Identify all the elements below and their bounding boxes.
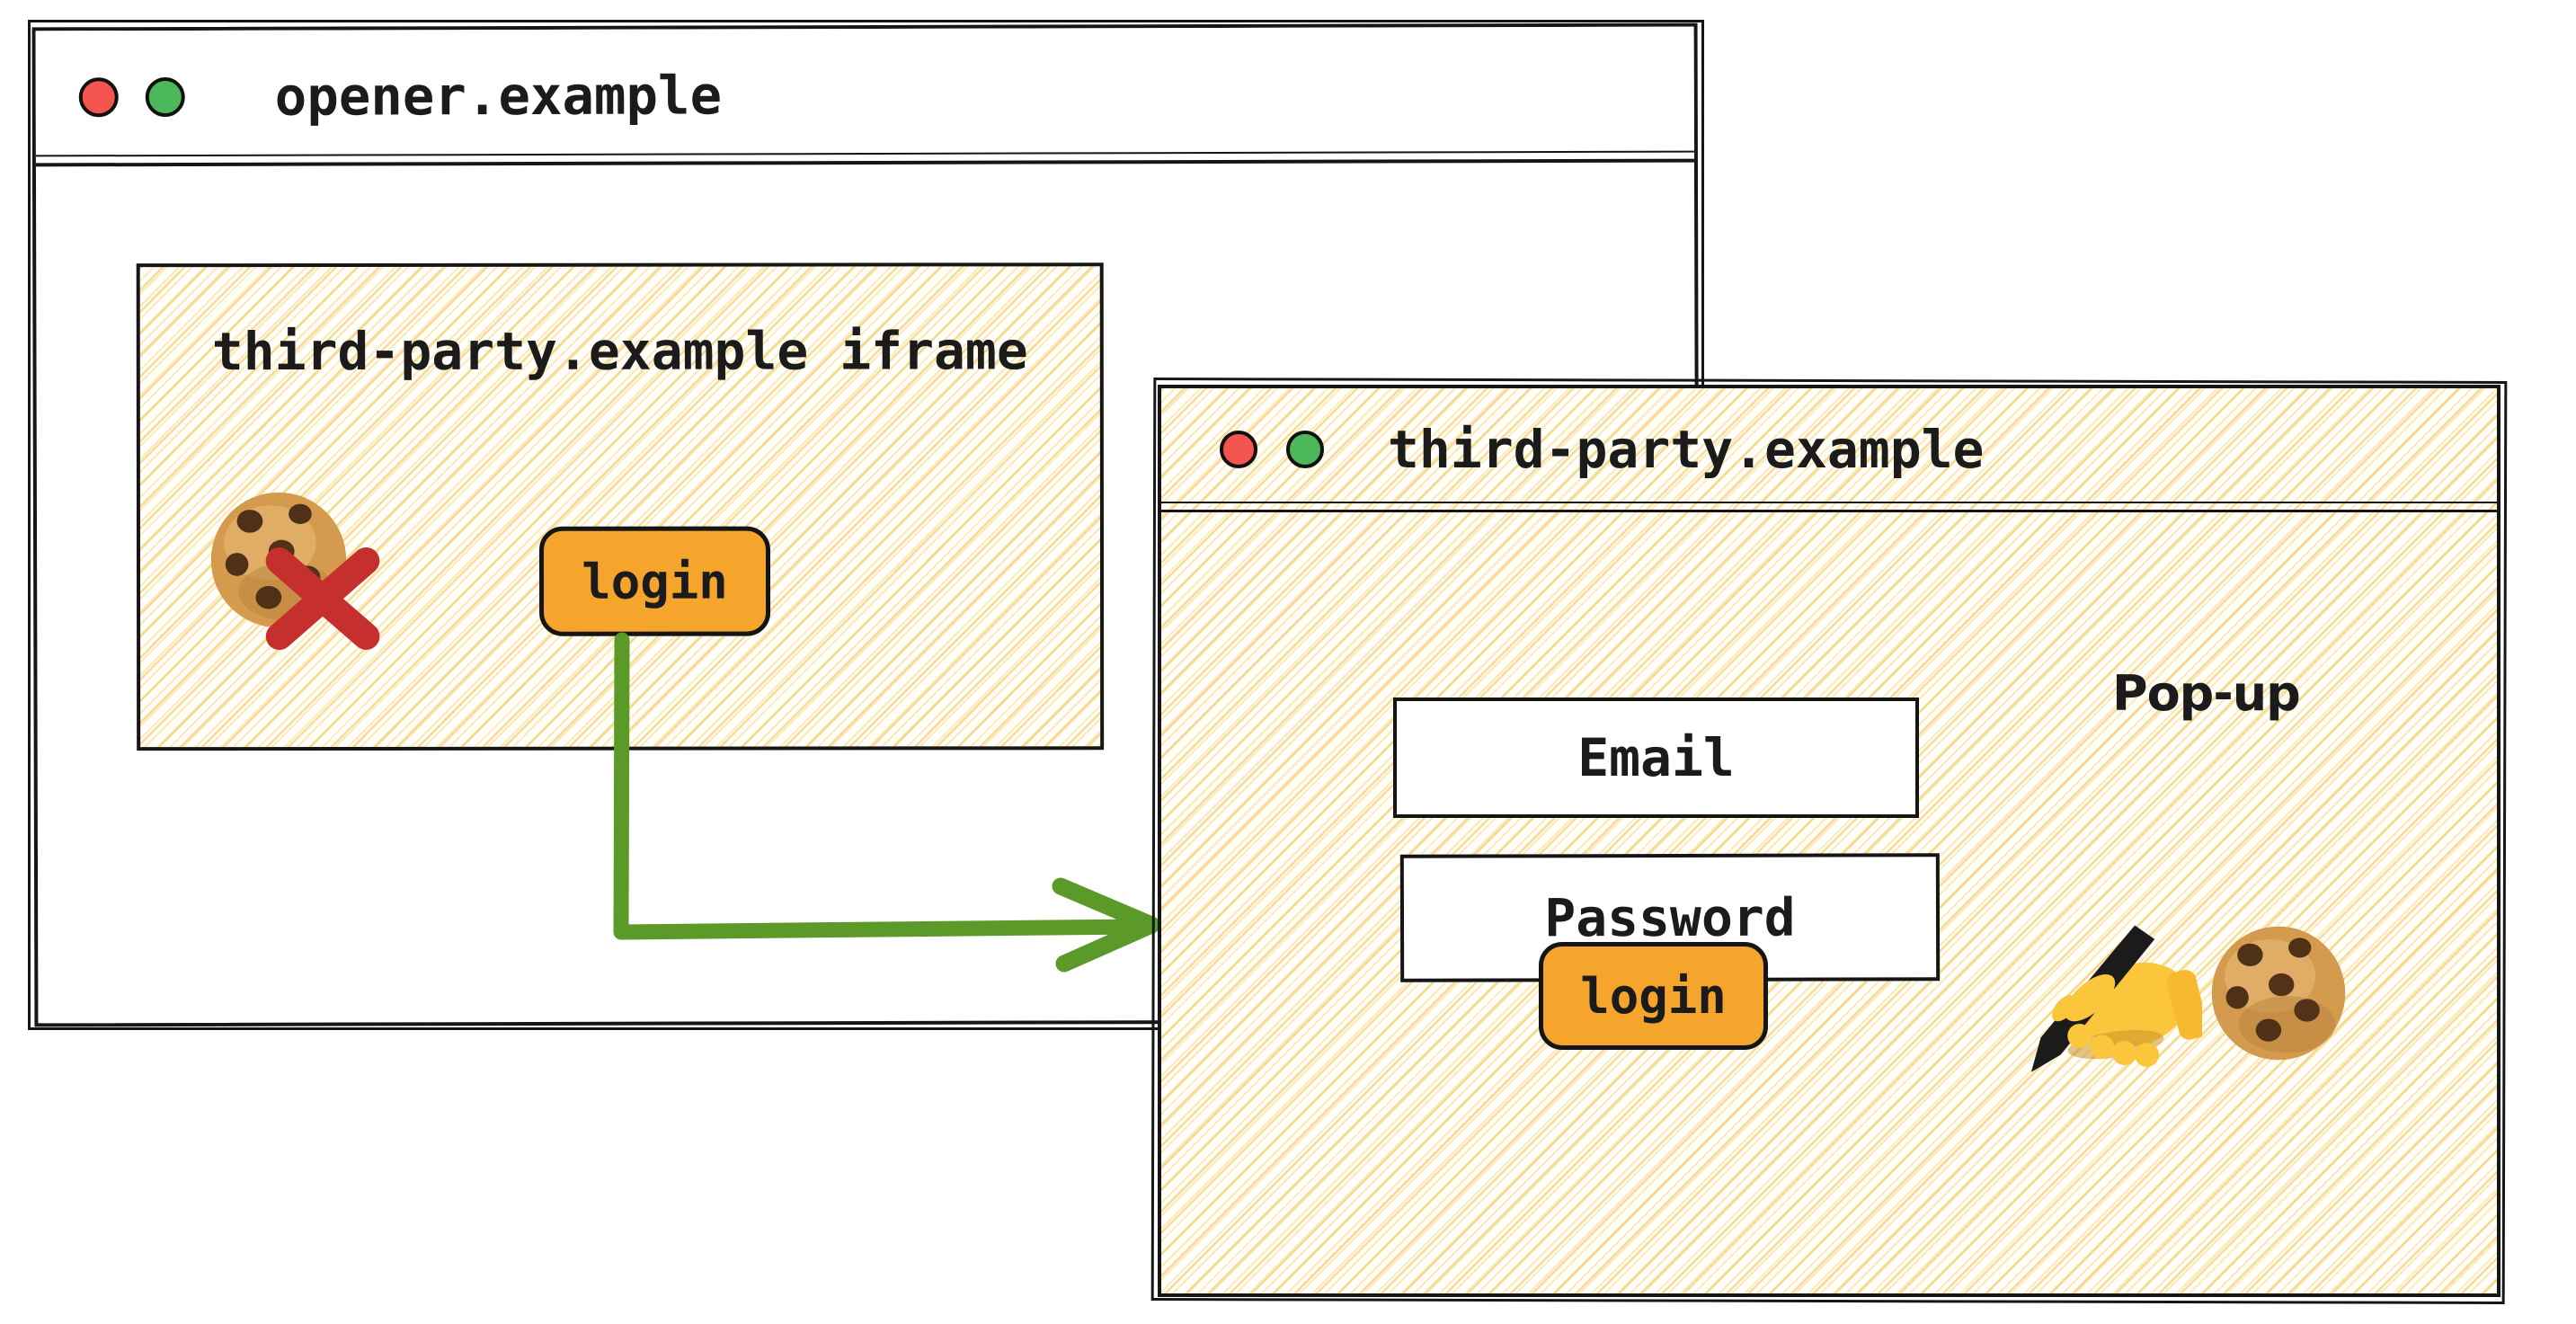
minimize-button[interactable] <box>145 76 185 117</box>
writing-hand-icon <box>2030 925 2202 1072</box>
iframe-label: third-party.example iframe <box>211 320 1028 383</box>
popup-login-button[interactable]: login <box>1539 942 1768 1050</box>
close-button[interactable] <box>78 76 119 117</box>
popup-window: third-party.example Pop-up Email Passwor… <box>1158 385 2500 1297</box>
iframe-login-button[interactable]: login <box>538 526 771 636</box>
minimize-button[interactable] <box>1286 430 1324 468</box>
opener-window-title: opener.example <box>274 64 723 128</box>
popup-window-title: third-party.example <box>1388 418 1985 480</box>
popup-annotation-label: Pop-up <box>2112 665 2301 722</box>
red-cross-icon <box>140 266 1100 656</box>
third-party-iframe: third-party.example iframe login <box>136 262 1105 751</box>
cookie-icon <box>210 492 347 628</box>
opener-titlebar: opener.example <box>35 26 1694 167</box>
close-button[interactable] <box>1220 430 1257 468</box>
opener-window: opener.example third-party.example ifram… <box>31 22 1701 1027</box>
popup-titlebar: third-party.example <box>1161 388 2497 512</box>
cookie-icon <box>2211 926 2346 1061</box>
email-field[interactable]: Email <box>1393 698 1919 818</box>
